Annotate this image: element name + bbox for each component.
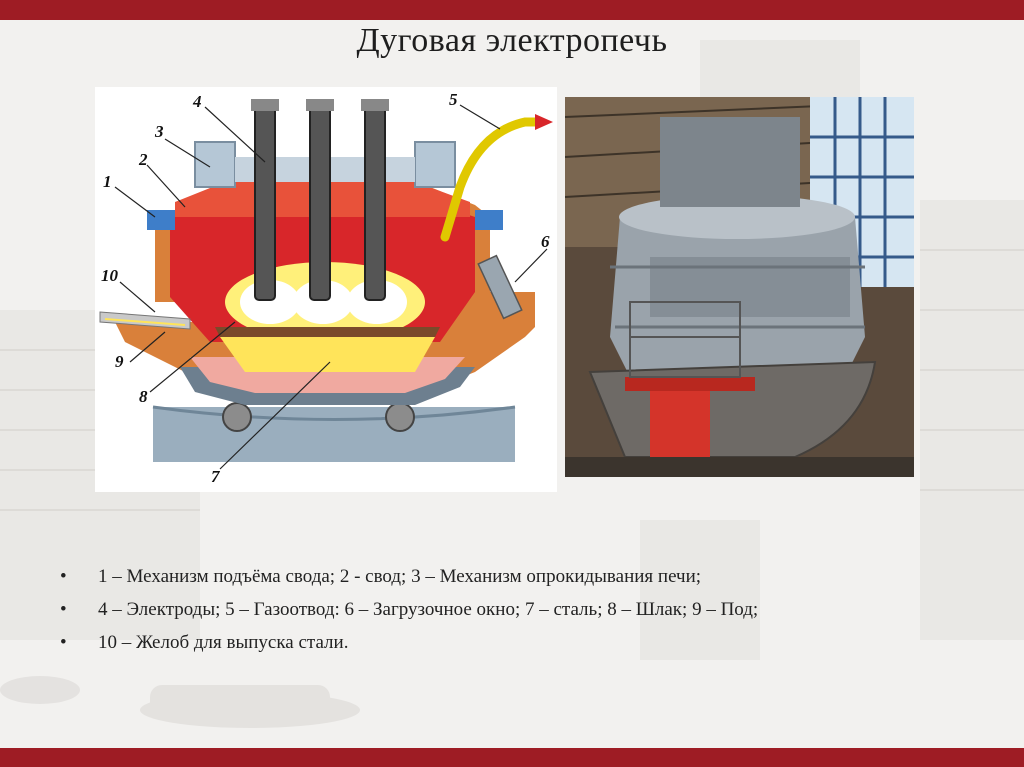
molten-steel xyxy=(220,337,435,372)
legend-item: • 10 – Желоб для выпуска стали. xyxy=(60,626,960,659)
tilting-rail xyxy=(153,407,515,462)
slag-layer xyxy=(215,327,440,337)
callout-5: 5 xyxy=(449,90,458,109)
roller-left xyxy=(222,402,252,432)
callout-10: 10 xyxy=(101,266,119,285)
top-accent-bar xyxy=(0,0,1024,20)
slide-title: Дуговая электропечь xyxy=(356,22,668,59)
bullet-marker: • xyxy=(60,566,67,587)
callout-4: 4 xyxy=(192,92,202,111)
tapping-spout xyxy=(99,311,191,330)
callout-9: 9 xyxy=(115,352,124,371)
roof-lift-block-left xyxy=(194,141,236,188)
callout-2: 2 xyxy=(138,150,148,169)
roof-lift-beam-right xyxy=(475,210,503,230)
roller-right xyxy=(385,402,415,432)
furnace-photo xyxy=(565,97,914,477)
legend-item: • 4 – Электроды; 5 – Газоотвод: 6 – Загр… xyxy=(60,593,960,626)
callout-8: 8 xyxy=(139,387,148,406)
bullet-marker: • xyxy=(60,599,67,620)
bullet-marker: • xyxy=(60,632,67,653)
bottom-accent-bar xyxy=(0,748,1024,767)
charging-door xyxy=(477,254,523,320)
callout-6: 6 xyxy=(541,232,550,251)
legend-item: • 1 – Механизм подъёма свода; 2 - свод; … xyxy=(60,560,960,593)
callout-3: 3 xyxy=(154,122,164,141)
electrodes xyxy=(251,99,389,301)
roof-lift-beam-left xyxy=(147,210,175,230)
legend-list: • 1 – Механизм подъёма свода; 2 - свод; … xyxy=(60,560,960,659)
callout-7: 7 xyxy=(211,467,221,486)
legend-text: 10 – Желоб для выпуска стали. xyxy=(98,632,349,653)
gas-duct xyxy=(440,117,545,242)
furnace-diagram: 1 2 3 4 5 6 7 8 9 10 xyxy=(95,87,557,492)
legend-text: 1 – Механизм подъёма свода; 2 - свод; 3 … xyxy=(98,566,702,587)
roof-lift-block-right xyxy=(414,141,456,188)
legend-text: 4 – Электроды; 5 – Газоотвод: 6 – Загруз… xyxy=(98,599,759,620)
callout-1: 1 xyxy=(103,172,112,191)
